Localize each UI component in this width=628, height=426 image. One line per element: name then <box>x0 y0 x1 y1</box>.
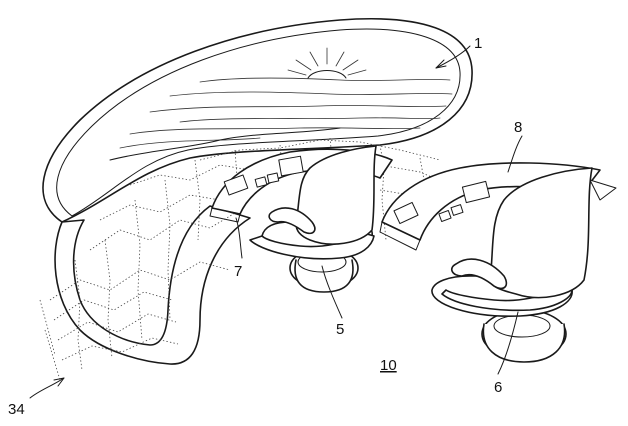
label-screen: 1 <box>474 35 482 52</box>
label-seat-front: 5 <box>336 321 344 338</box>
label-seat-rear: 6 <box>494 379 502 396</box>
label-mesh: 34 <box>8 401 25 418</box>
label-console-front: 7 <box>234 263 242 280</box>
label-vehicle: 10 <box>380 357 397 374</box>
label-console-rear: 8 <box>514 119 522 136</box>
screen-lower-band <box>55 206 250 364</box>
